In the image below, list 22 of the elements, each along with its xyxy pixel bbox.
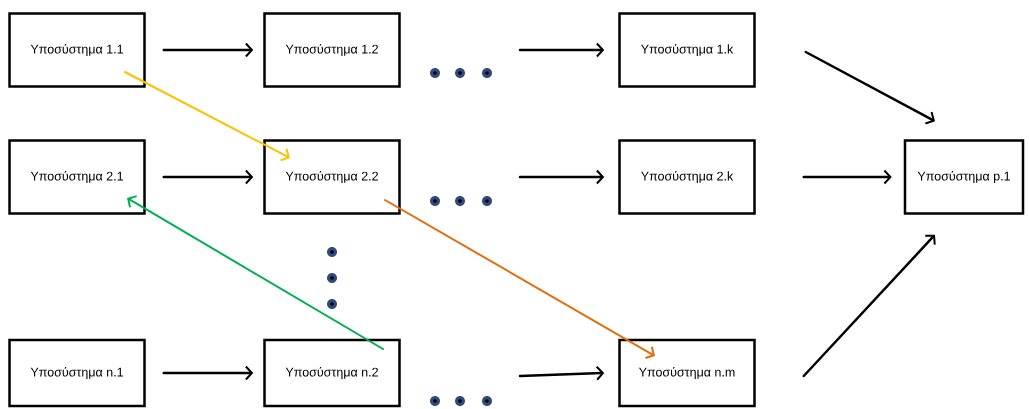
process-box: Υποσύστημα n.2 [263, 338, 401, 408]
arrow [804, 50, 935, 125]
arrow [124, 71, 290, 162]
arrow [384, 199, 655, 359]
arrow [162, 365, 254, 381]
arrow [162, 42, 254, 58]
process-box: Υποσύστημα 1.k [618, 12, 756, 88]
process-box: Υποσύστημα 2.k [618, 139, 756, 215]
process-box: Υποσύστημα n.m [618, 338, 756, 408]
arrow [518, 365, 605, 381]
arrow [802, 169, 892, 185]
arrow [127, 195, 384, 350]
arrow [162, 169, 254, 185]
process-box: Υποσύστημα p.1 [903, 139, 1025, 215]
process-box: Υποσύστημα 2.2 [263, 139, 401, 215]
process-box: Υποσύστημα 1.1 [8, 12, 146, 88]
arrow [802, 234, 936, 378]
process-box: Υποσύστημα 2.1 [8, 139, 146, 215]
process-box: Υποσύστημα 1.2 [263, 12, 401, 88]
process-box: Υποσύστημα n.1 [8, 338, 146, 408]
arrow [518, 42, 605, 58]
arrow [518, 169, 605, 185]
